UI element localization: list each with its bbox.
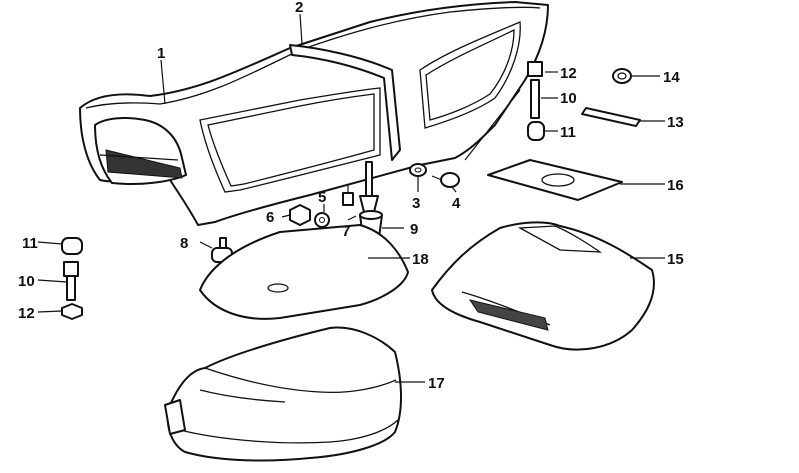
callout-10-left: 10: [18, 273, 35, 290]
callout-16: 16: [667, 177, 684, 194]
callout-labels: 1 2 3 4 5 6 7 8 9 10 10 11 11 12 12 13 1…: [18, 0, 684, 392]
callout-1: 1: [157, 45, 165, 62]
callout-11-left: 11: [22, 235, 38, 252]
callout-14: 14: [663, 69, 680, 86]
hardware-right-stack: [527, 61, 545, 141]
cover-15: [431, 221, 655, 351]
callout-5: 5: [318, 189, 326, 206]
hardware-screw-4: [431, 172, 460, 188]
base-plate-18: [199, 224, 409, 320]
callout-3: 3: [412, 195, 420, 212]
tray-17: [164, 326, 402, 462]
callout-18: 18: [412, 251, 429, 268]
hardware-nut-6: [289, 204, 330, 228]
leader-lines: [37, 13, 665, 383]
callout-9: 9: [410, 221, 418, 238]
callout-12-right: 12: [560, 65, 577, 82]
hardware-clip-14: [612, 68, 632, 84]
hardware-bolt-5: [342, 185, 354, 206]
callout-12-left: 12: [18, 305, 35, 322]
seat: [79, 1, 549, 226]
callout-10-right: 10: [560, 90, 577, 107]
callout-2: 2: [295, 0, 303, 16]
callout-11-right: 11: [560, 124, 576, 141]
callout-4: 4: [452, 195, 461, 212]
callout-7: 7: [342, 223, 350, 240]
callout-6: 6: [266, 209, 274, 226]
hardware-left-stack: [61, 237, 83, 320]
callout-15: 15: [667, 251, 684, 268]
callout-17: 17: [428, 375, 445, 392]
callout-13: 13: [667, 114, 684, 131]
hardware-strip-13: [581, 107, 641, 127]
callout-8: 8: [180, 235, 188, 252]
plate-16: [487, 159, 623, 201]
hardware-washer-3: [409, 163, 427, 177]
